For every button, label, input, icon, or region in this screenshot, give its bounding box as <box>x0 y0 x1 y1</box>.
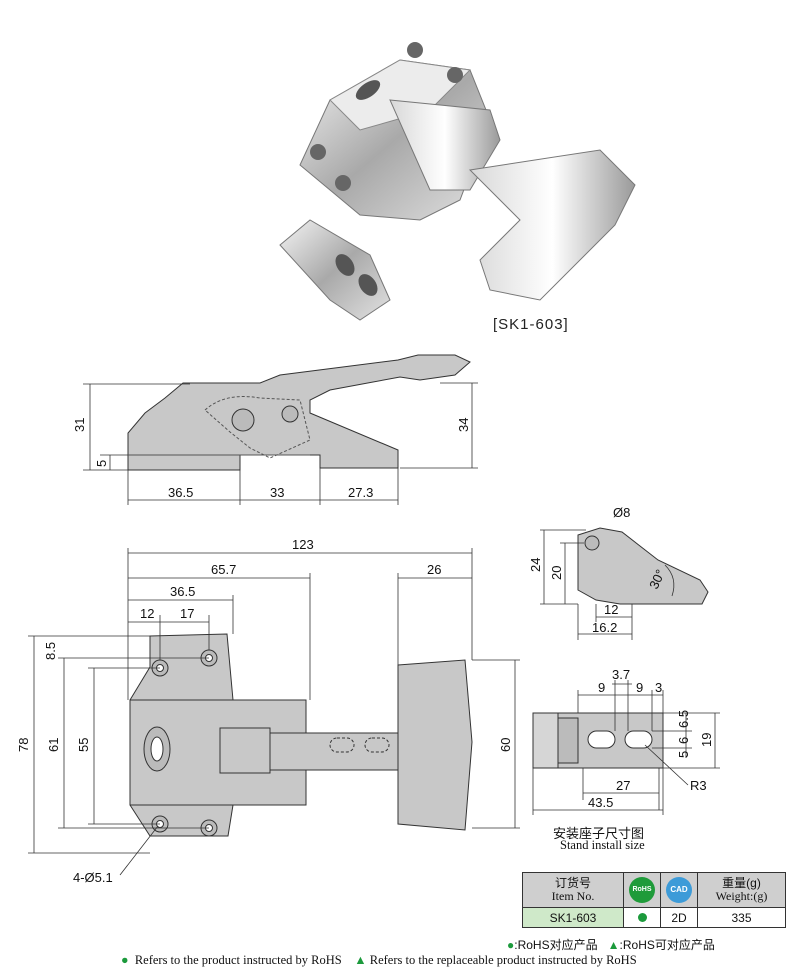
dim-top-17: 17 <box>180 606 194 621</box>
rohs-dot-icon: ● <box>121 953 129 967</box>
dim-stand-20: 20 <box>549 566 564 580</box>
rohs-triangle-icon: ▲ <box>354 953 367 967</box>
legend-en-replaceable: Refers to the replaceable product instru… <box>369 953 637 967</box>
top-view-dimension-lines <box>28 548 520 876</box>
top-view <box>129 633 473 837</box>
legend-cn-replaceable: :RoHS可对应产品 <box>619 938 715 952</box>
legend-cn: ●:RoHS对应产品 ▲:RoHS可对应产品 <box>507 936 715 953</box>
dim-top-12: 12 <box>140 606 154 621</box>
dim-top-123: 123 <box>292 537 314 552</box>
dim-side-36-5: 36.5 <box>168 485 193 500</box>
dim-top-36-5: 36.5 <box>170 584 195 599</box>
dim-side-31: 31 <box>72 418 87 432</box>
cad-header: CAD <box>660 872 698 908</box>
rohs-dot-icon: ● <box>507 938 515 952</box>
dim-side-27-3: 27.3 <box>348 485 373 500</box>
cad-icon: CAD <box>666 877 692 903</box>
side-view-dimension-lines <box>83 382 478 505</box>
weight-header: 重量(g) Weight:(g) <box>697 872 786 908</box>
dim-stand-5: 5 <box>676 751 691 758</box>
rohs-triangle-icon: ▲ <box>607 938 620 952</box>
dim-side-5: 5 <box>94 460 109 467</box>
dim-top-60: 60 <box>498 738 513 752</box>
side-view <box>127 354 471 471</box>
cad-cell: 2D <box>660 907 698 928</box>
item-no-cell: SK1-603 <box>522 907 624 928</box>
dim-stand-27: 27 <box>616 778 630 793</box>
legend-en: ● Refers to the product instructed by Ro… <box>121 953 637 968</box>
legend-en-rohs: Refers to the product instructed by RoHS <box>134 953 342 967</box>
dim-stand-9b: 9 <box>636 680 643 695</box>
dim-top-78: 78 <box>16 738 31 752</box>
stand-top-view <box>532 680 720 815</box>
dim-side-34: 34 <box>456 418 471 432</box>
dim-stand-hole: Ø8 <box>613 505 630 520</box>
dim-top-26: 26 <box>427 562 441 577</box>
legend-cn-rohs: :RoHS对应产品 <box>514 938 598 952</box>
stand-caption-en: Stand install size <box>560 838 645 852</box>
dimension-labels: 31 5 34 36.5 33 27.3 Ø8 24 20 30° 12 16.… <box>16 418 714 885</box>
dim-stand-9a: 9 <box>598 680 605 695</box>
dim-stand-6: 6 <box>676 737 691 744</box>
dim-stand-6-5: 6.5 <box>676 710 691 728</box>
dim-stand-3: 3 <box>655 680 662 695</box>
dim-stand-12: 12 <box>604 602 618 617</box>
stand-side-view <box>540 527 709 640</box>
rohs-dot-icon <box>637 912 647 922</box>
order-table: 订货号 Item No. RoHS CAD 重量(g) Weight:(g) S… <box>522 872 786 928</box>
model-caption: [SK1-603] <box>493 316 569 333</box>
item-no-header: 订货号 Item No. <box>522 872 624 908</box>
dim-top-55: 55 <box>76 738 91 752</box>
dim-stand-43-5: 43.5 <box>588 795 613 810</box>
dim-stand-19: 19 <box>699 733 714 747</box>
dim-stand-16-2: 16.2 <box>592 620 617 635</box>
item-no-header-cn: 订货号 <box>554 876 591 890</box>
dim-side-33: 33 <box>270 485 284 500</box>
item-no-header-en: Item No. <box>551 889 595 903</box>
rohs-cell <box>623 907 661 928</box>
product-photo <box>279 42 636 321</box>
stand-caption-cn: 安装座子尺寸图 <box>553 826 645 841</box>
dim-stand-3-7: 3.7 <box>612 667 630 682</box>
weight-header-en: Weight:(g) <box>715 889 768 903</box>
dim-top-8-5: 8.5 <box>43 642 58 660</box>
dim-top-61: 61 <box>46 738 61 752</box>
dim-top-holes: 4-Ø5.1 <box>73 870 113 885</box>
dim-top-65-7: 65.7 <box>211 562 236 577</box>
weight-header-cn: 重量(g) <box>722 876 761 890</box>
rohs-header: RoHS <box>623 872 661 908</box>
weight-cell: 335 <box>697 907 786 928</box>
dim-stand-24: 24 <box>528 558 543 572</box>
dim-stand-r3: R3 <box>690 778 707 793</box>
rohs-icon: RoHS <box>629 877 655 903</box>
